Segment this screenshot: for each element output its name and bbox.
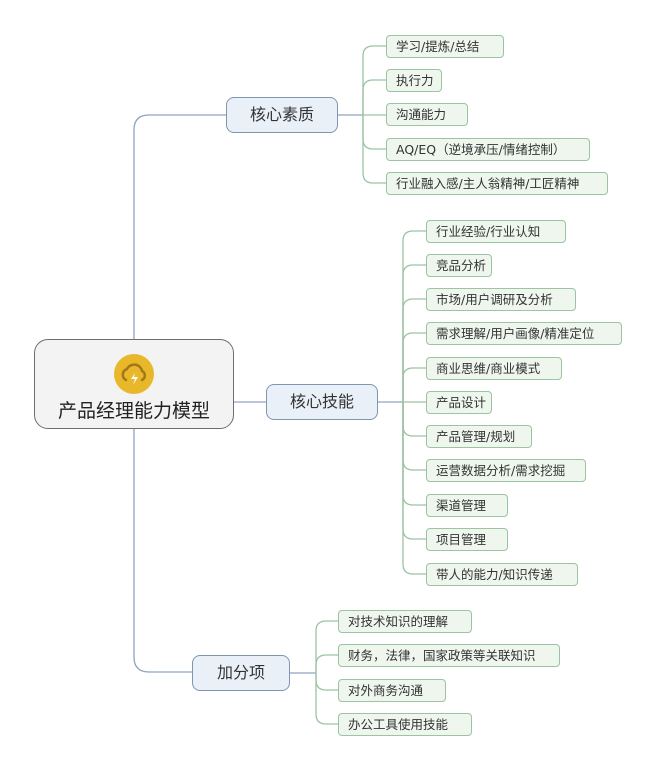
cloud-lightning-icon: [114, 354, 154, 394]
leaf-line: [362, 115, 386, 150]
leaf-node[interactable]: 财务，法律，国家政策等关联知识: [338, 644, 560, 667]
leaf-node[interactable]: 行业融入感/主人翁精神/工匠精神: [386, 172, 608, 195]
branch-node[interactable]: 核心素质: [226, 97, 338, 133]
leaf-node[interactable]: 市场/用户调研及分析: [426, 288, 576, 311]
leaf-node[interactable]: 执行力: [386, 69, 442, 92]
leaf-node[interactable]: 办公工具使用技能: [338, 713, 472, 736]
leaf-line: [315, 620, 338, 673]
leaf-line: [362, 115, 386, 184]
leaf-line: [315, 654, 338, 673]
leaf-line: [362, 45, 386, 115]
leaf-node[interactable]: 产品设计: [426, 391, 492, 414]
leaf-line: [402, 298, 426, 402]
leaf-node[interactable]: AQ/EQ（逆境承压/情绪控制）: [386, 138, 590, 161]
leaf-line: [402, 264, 426, 402]
leaf-node[interactable]: 对技术知识的理解: [338, 610, 472, 633]
trunk-line-top: [133, 114, 226, 339]
leaf-node[interactable]: 商业思维/商业模式: [426, 357, 562, 380]
leaf-line: [362, 79, 386, 115]
branch-node[interactable]: 核心技能: [266, 384, 378, 420]
leaf-node[interactable]: 运营数据分析/需求挖掘: [426, 459, 586, 482]
leaf-node[interactable]: 竞品分析: [426, 254, 492, 277]
leaf-node[interactable]: 学习/提炼/总结: [386, 35, 504, 58]
leaf-line: [402, 402, 426, 437]
leaf-line: [315, 673, 338, 691]
leaf-node[interactable]: 渠道管理: [426, 494, 508, 517]
leaf-line: [402, 367, 426, 402]
leaf-node[interactable]: 项目管理: [426, 528, 508, 551]
leaf-node[interactable]: 需求理解/用户画像/精准定位: [426, 322, 622, 345]
root-title: 产品经理能力模型: [57, 400, 210, 422]
branch-node[interactable]: 加分项: [192, 655, 290, 691]
leaf-line: [402, 332, 426, 402]
leaf-node[interactable]: 对外商务沟通: [338, 679, 446, 702]
leaf-line: [402, 402, 426, 575]
leaf-node[interactable]: 带人的能力/知识传递: [426, 563, 578, 586]
trunk-line-bottom: [133, 429, 192, 673]
leaf-line: [402, 230, 426, 402]
leaf-node[interactable]: 行业经验/行业认知: [426, 220, 566, 243]
leaf-node[interactable]: 沟通能力: [386, 103, 468, 126]
leaf-line: [402, 402, 426, 506]
leaf-node[interactable]: 产品管理/规划: [426, 425, 532, 448]
root-node[interactable]: 产品经理能力模型: [34, 339, 234, 429]
leaf-line: [315, 673, 338, 725]
